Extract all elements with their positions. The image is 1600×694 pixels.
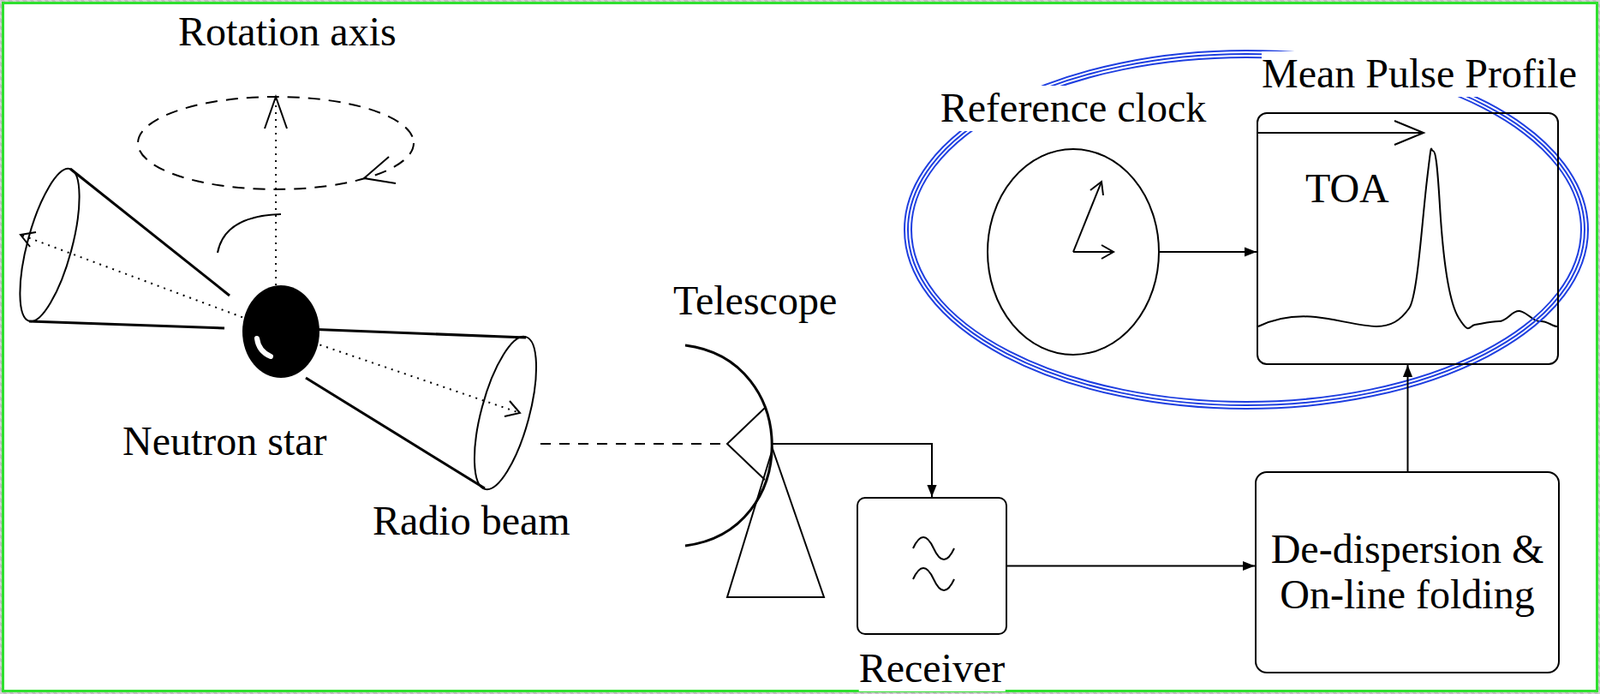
text-holder: Telescope [673,278,837,324]
signal-path [540,442,728,445]
highlight-ellipse [907,53,1585,406]
highlight-ellipse [911,57,1582,402]
cone-edge [305,328,526,338]
process-box: De-dispersion & On-line folding [1254,471,1560,674]
cone-opening [461,330,550,496]
toa-arrowhead [1394,120,1424,145]
rotation-ellipse [137,96,414,190]
clock-hand [1073,181,1102,252]
beam-arrowhead [20,232,36,247]
text-holder: Reference clock [940,85,1206,132]
clock-outline [986,148,1160,356]
node-label: Telescope [673,278,837,324]
beam-arrowhead [504,400,520,417]
receiver-box: Receiver [856,496,1008,635]
signal-arrow [848,443,932,497]
rotation-arc [217,214,281,253]
node-text: TOA [1305,166,1390,212]
star-highlight [256,338,271,357]
text-label: Rotation axis [178,9,397,55]
cone-edge [29,321,225,329]
telescope-mount [727,448,824,598]
highlight-ellipse [904,50,1589,409]
telescope-node: Telescope [673,278,849,600]
telescope-dish [685,345,772,546]
axis-arrowhead [264,96,287,129]
node-label: De-dispersion & On-line folding [1261,526,1553,618]
node-label: Receiver [859,645,1006,692]
clock-hand-tip [1101,244,1114,259]
pulse-curve [1258,149,1558,329]
signal-arrow [1407,364,1409,472]
telescope-feed [727,407,765,480]
rotation-axis-line [274,98,277,306]
text-holder: Receiver [859,645,1006,692]
beam-label: Radio beam [372,498,571,544]
clock-hand [1073,250,1114,253]
text-label: Radio beam [372,498,571,544]
clock-face [987,149,1159,355]
star-label: Neutron star [122,418,328,465]
rotation-arrowhead [364,156,396,184]
cone-edge [305,377,485,489]
sine-symbol [913,567,955,591]
cone-edge [70,168,230,296]
text-label: Neutron star [122,418,328,465]
signal-wire [772,442,849,445]
axis-label: Rotation axis [178,9,397,55]
node-label: Reference clock [940,85,1206,132]
clock-hand-tip [1090,181,1104,196]
profile-box: Mean Pulse ProfileTOA [1256,112,1559,365]
sine-symbol [913,537,955,560]
clock-circle: Reference clock [986,148,1160,356]
node-label: Mean Pulse Profile [1261,51,1577,97]
text-holder: Mean Pulse Profile [1261,51,1577,97]
toa-arrow [1256,131,1424,134]
signal-arrow [1007,565,1255,568]
text-holder: De-dispersion & On-line folding [1256,472,1559,672]
beam-axis [20,234,281,332]
neutron-star [242,285,320,378]
signal-arrow [1159,250,1257,253]
text-holder: TOA [1305,166,1390,212]
